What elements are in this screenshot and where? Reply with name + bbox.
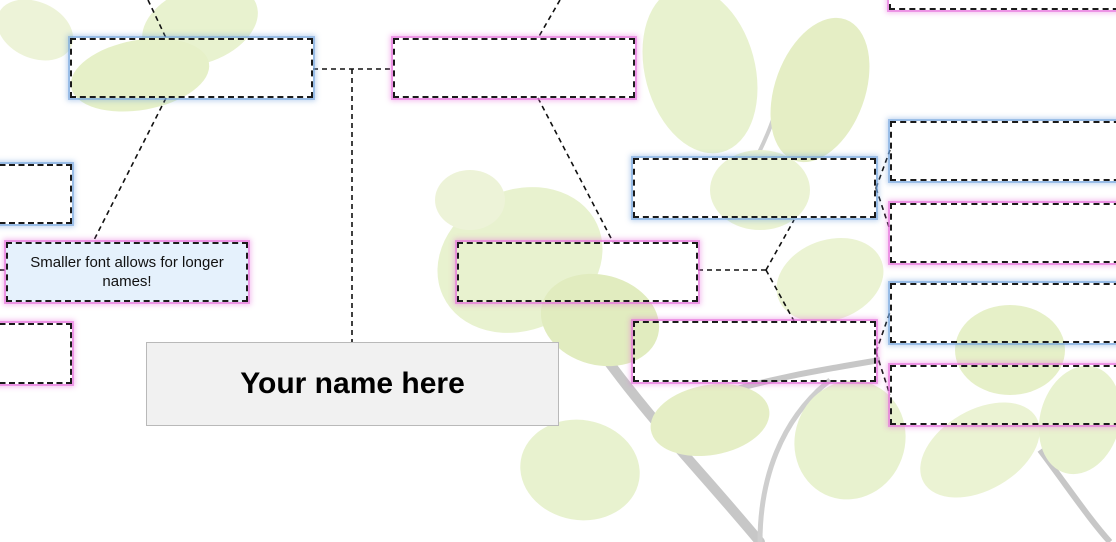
ancestor-box-top-right[interactable] xyxy=(889,0,1116,10)
ancestor-box-far-right-1[interactable] xyxy=(890,121,1116,181)
root-person-name: Your name here xyxy=(240,367,465,400)
ancestor-box-far-right-4[interactable] xyxy=(890,365,1116,425)
ancestor-box-left-upper[interactable] xyxy=(0,164,72,224)
ancestor-box-far-right-3[interactable] xyxy=(890,283,1116,343)
long-name-hint-text: Smaller font allows for longer names! xyxy=(30,254,224,290)
ancestor-box-left-lower[interactable] xyxy=(0,323,72,384)
ancestor-box-mother[interactable] xyxy=(393,38,635,98)
ancestor-box-far-right-2[interactable] xyxy=(890,203,1116,263)
ancestor-box-long-name[interactable]: Smaller font allows for longer names! xyxy=(6,242,248,302)
ancestor-box-right-middle[interactable] xyxy=(633,321,876,382)
ancestor-box-maternal-grandmother[interactable] xyxy=(457,242,698,302)
root-person-box[interactable]: Your name here xyxy=(146,342,559,426)
ancestor-box-father[interactable] xyxy=(70,38,313,98)
ancestor-box-maternal-grandfather[interactable] xyxy=(633,158,876,218)
